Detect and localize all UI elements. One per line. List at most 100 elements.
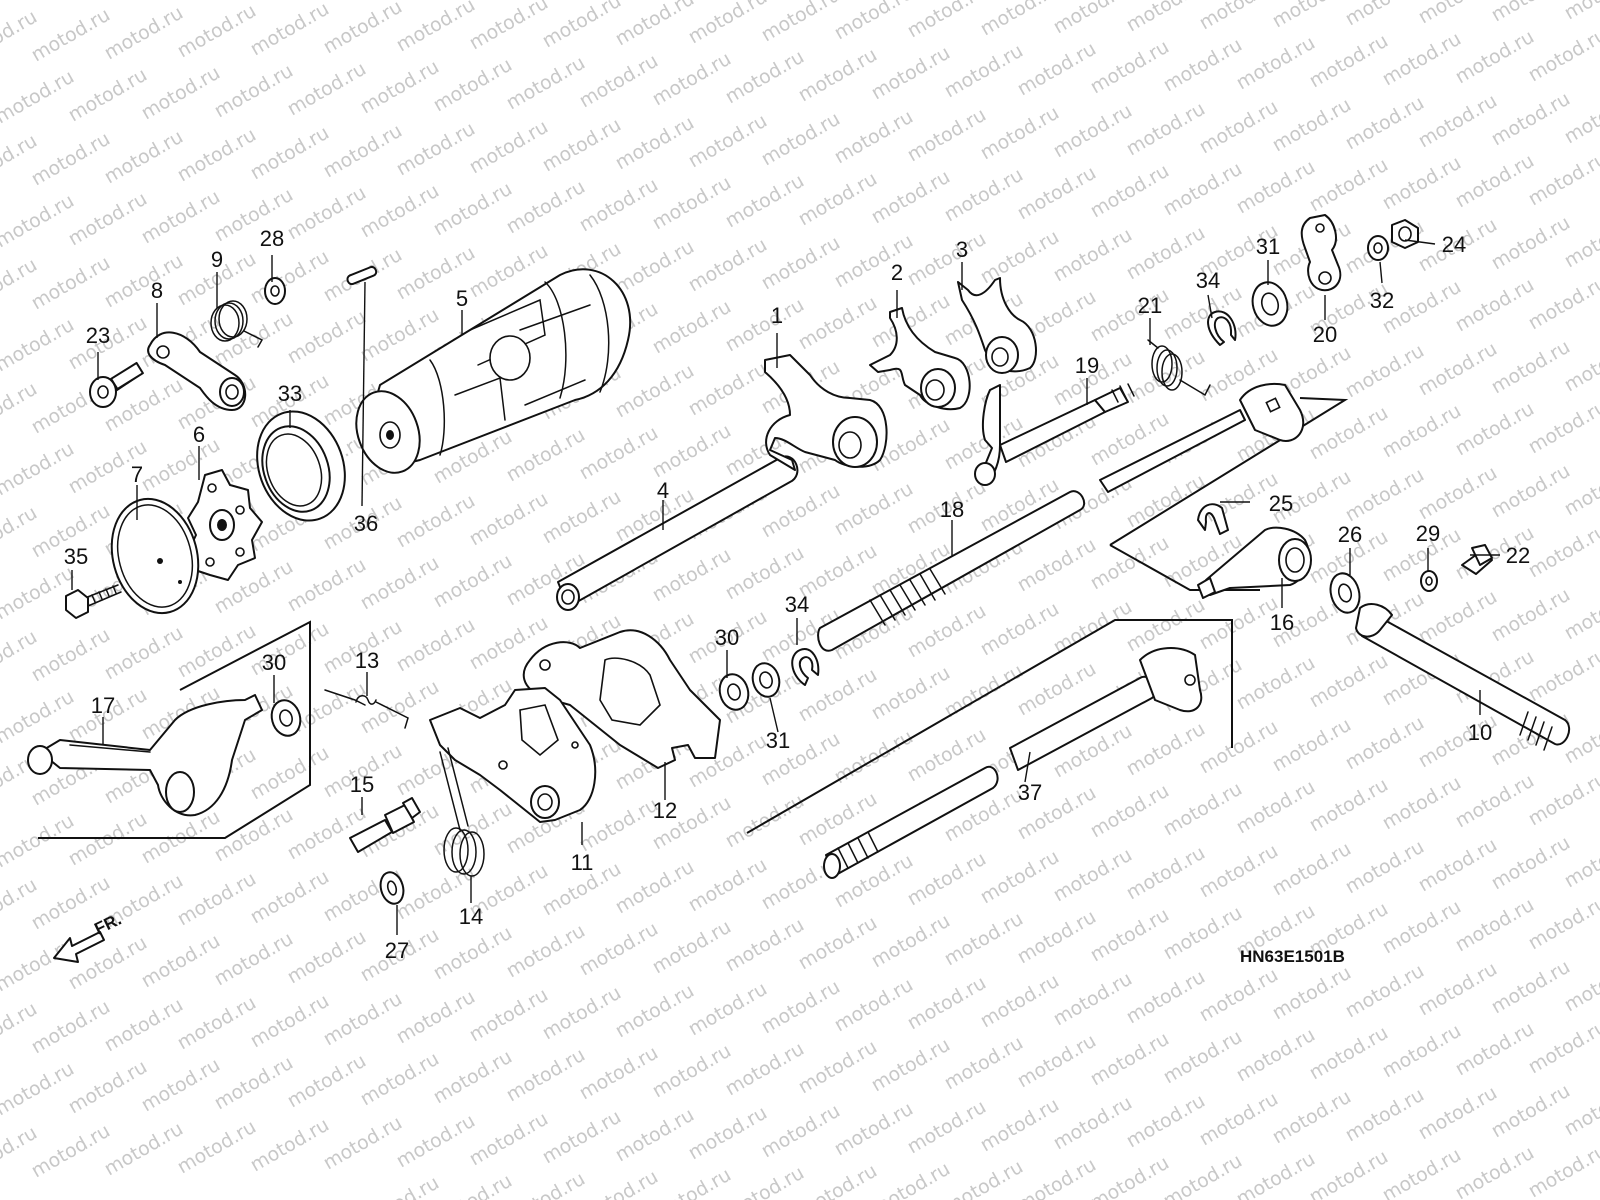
watermark-text: motod.ru [28, 252, 114, 315]
watermark-text: motod.ru [1196, 0, 1282, 34]
watermark-text: motod.ru [539, 982, 625, 1045]
callout-31-mid: 31 [766, 728, 790, 753]
watermark-text: motod.ru [101, 1118, 187, 1181]
watermark-text: motod.ru [1087, 532, 1173, 595]
watermark-text: motod.ru [941, 40, 1027, 103]
part-1-shift-fork [764, 354, 888, 471]
watermark-text: motod.ru [284, 306, 370, 369]
watermark-text: motod.ru [1488, 956, 1574, 1019]
watermark-text: motod.ru [1525, 396, 1600, 459]
watermark-text: motod.ru [1160, 1026, 1246, 1089]
watermark-text: motod.ru [1342, 1084, 1428, 1147]
watermark-text: motod.ru [722, 914, 808, 977]
watermark-text: motod.ru [1342, 464, 1428, 527]
watermark-text: motod.ru [649, 1040, 735, 1103]
watermark-text: motod.ru [795, 664, 881, 727]
watermark-text: motod.ru [941, 1156, 1027, 1200]
watermark-text: motod.ru [247, 866, 333, 929]
callout-3: 3 [956, 237, 968, 262]
watermark-text: motod.ru [284, 1050, 370, 1113]
watermark-text: motod.ru [941, 908, 1027, 971]
watermark-text: motod.ru [1525, 24, 1600, 87]
watermark-text: motod.ru [576, 794, 662, 857]
part-25-clip [1197, 503, 1229, 535]
watermark-text: motod.ru [941, 164, 1027, 227]
callout-2: 2 [891, 260, 903, 285]
watermark-text: motod.ru [977, 226, 1063, 289]
watermark-text: motod.ru [393, 1110, 479, 1173]
part-23-bolt [89, 361, 144, 408]
watermark-text: motod.ru [831, 974, 917, 1037]
callout-35: 35 [64, 544, 88, 569]
watermark-text: motod.ru [1488, 460, 1574, 523]
watermark-text: motod.ru [1342, 836, 1428, 899]
part-26-washer [1329, 572, 1361, 614]
watermark-text: motod.ru [904, 228, 990, 291]
watermark-text: motod.ru [1306, 650, 1392, 713]
watermark-text: motod.ru [320, 1112, 406, 1175]
watermark-text: motod.ru [466, 116, 552, 179]
diagram-code: HN63E1501B [1240, 947, 1345, 966]
watermark-text: motod.ru [0, 190, 78, 253]
part-14-spring [439, 747, 485, 877]
watermark-text: motod.ru [1452, 150, 1538, 213]
watermark-text: motod.ru [284, 554, 370, 617]
watermark-text: motod.ru [831, 1098, 917, 1161]
watermark-text: motod.ru [977, 970, 1063, 1033]
watermark-text: motod.ru [503, 1044, 589, 1107]
watermark-text: motod.ru [1342, 960, 1428, 1023]
watermark-text: motod.ru [685, 358, 771, 421]
part-9-spring [210, 300, 264, 348]
callout-20: 20 [1313, 322, 1337, 347]
watermark-text: motod.ru [977, 1094, 1063, 1157]
watermark-text: motod.ru [357, 1048, 443, 1111]
watermark-text: motod.ru [503, 52, 589, 115]
watermark-text: motod.ru [247, 1114, 333, 1177]
callout-25: 25 [1269, 491, 1293, 516]
part-11-shift-plate [429, 687, 597, 823]
watermark-text: motod.ru [1269, 94, 1355, 157]
part-13-spring [324, 689, 409, 729]
watermark-text: motod.ru [1196, 716, 1282, 779]
watermark-text: motod.ru [576, 422, 662, 485]
watermark-text: motod.ru [1379, 152, 1465, 215]
watermark-text: motod.ru [904, 1096, 990, 1159]
watermark-text: motod.ru [576, 1042, 662, 1105]
watermark-text: motod.ru [1525, 892, 1600, 955]
watermark-text: motod.ru [685, 1102, 771, 1165]
watermark-text: motod.ru [1525, 1140, 1600, 1200]
callout-13: 13 [355, 648, 379, 673]
watermark-text: motod.ru [430, 1046, 516, 1109]
watermark-text: motod.ru [138, 930, 224, 993]
watermark-text: motod.ru [0, 314, 78, 377]
watermark-text: motod.ru [758, 232, 844, 295]
callout-19: 19 [1075, 353, 1099, 378]
watermark-text: motod.ru [28, 1120, 114, 1183]
watermark-text: motod.ru [1087, 1028, 1173, 1091]
part-21-spring [1147, 339, 1211, 397]
watermark-text: motod.ru [65, 808, 151, 871]
watermark-text: motod.ru [649, 1164, 735, 1200]
part-29-washer [1420, 570, 1438, 592]
watermark-text: motod.ru [357, 676, 443, 739]
callout-12: 12 [653, 798, 677, 823]
watermark-text: motod.ru [1415, 834, 1501, 897]
watermark-text: motod.ru [466, 1108, 552, 1171]
watermark-text: motod.ru [649, 916, 735, 979]
part-8-stopper-arm [147, 331, 247, 411]
watermark-text: motod.ru [1123, 98, 1209, 161]
watermark-text: motod.ru [138, 62, 224, 125]
watermark-text: motod.ru [1196, 964, 1282, 1027]
watermark-text: motod.ru [539, 114, 625, 177]
callout-5: 5 [456, 286, 468, 311]
watermark-text: motod.ru [1196, 96, 1282, 159]
watermark-text: motod.ru [612, 360, 698, 423]
watermark-text: motod.ru [1123, 346, 1209, 409]
watermark-text: motod.ru [1342, 340, 1428, 403]
watermark-text: motod.ru [1379, 896, 1465, 959]
watermark-text: motod.ru [1452, 26, 1538, 89]
watermark-text: motod.ru [1525, 768, 1600, 831]
watermark-text: motod.ru [758, 0, 844, 46]
watermark-text: motod.ru [28, 996, 114, 1059]
watermark-text: motod.ru [904, 848, 990, 911]
